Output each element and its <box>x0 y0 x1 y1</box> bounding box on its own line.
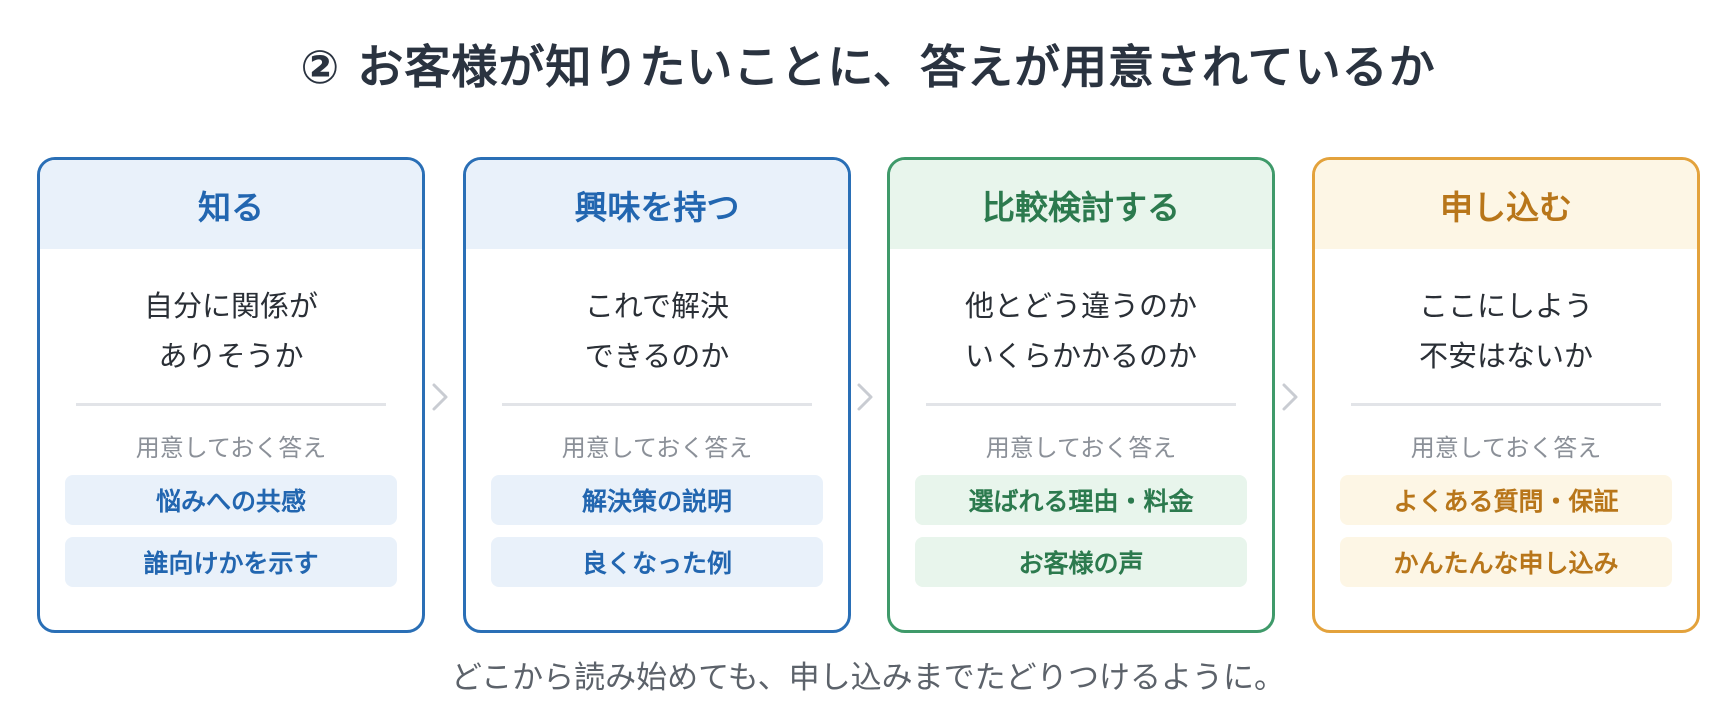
chevron-right-icon <box>857 383 873 411</box>
stage-card-apply: 申し込む ここにしよう 不安はないか 用意しておく答え よくある質問・保証 かん… <box>1312 157 1700 633</box>
stage-heading: 興味を持つ <box>466 160 848 249</box>
question-line: これで解決 <box>584 289 730 323</box>
stage-card-know: 知る 自分に関係が ありそうか 用意しておく答え 悩みへの共感 誰向けかを示す <box>37 157 425 633</box>
question-line: ここにしよう <box>1418 289 1593 323</box>
stage-question: これで解決 できるのか <box>466 281 848 381</box>
answer-chip: お客様の声 <box>915 537 1247 587</box>
stage-heading: 知る <box>40 160 422 249</box>
answer-chip: よくある質問・保証 <box>1340 475 1672 525</box>
answer-chip: 解決策の説明 <box>491 475 823 525</box>
footer-caption: どこから読み始めても、申し込みまでたどりつけるように。 <box>451 660 1285 696</box>
divider <box>76 403 386 406</box>
question-line: できるのか <box>584 339 730 373</box>
chevron-right-icon <box>432 383 448 411</box>
question-line: いくらかかるのか <box>964 339 1197 373</box>
stage-card-compare: 比較検討する 他とどう違うのか いくらかかるのか 用意しておく答え 選ばれる理由… <box>887 157 1275 633</box>
stage-question: 自分に関係が ありそうか <box>40 281 422 381</box>
answer-label: 用意しておく答え <box>561 434 753 462</box>
stage-heading: 比較検討する <box>890 160 1272 249</box>
stage-heading: 申し込む <box>1315 160 1697 249</box>
answer-chip: かんたんな申し込み <box>1340 537 1672 587</box>
question-line: ありそうか <box>158 339 304 373</box>
answer-chip: 選ばれる理由・料金 <box>915 475 1247 525</box>
answer-label: 用意しておく答え <box>1410 434 1602 462</box>
answer-chip: 悩みへの共感 <box>65 475 397 525</box>
diagram-title: ② お客様が知りたいことに、答えが用意されているか <box>300 40 1436 94</box>
stage-question: 他とどう違うのか いくらかかるのか <box>890 281 1272 381</box>
answer-chip: 良くなった例 <box>491 537 823 587</box>
question-line: 他とどう違うのか <box>964 289 1197 323</box>
question-line: 自分に関係が <box>143 289 318 323</box>
divider <box>926 403 1236 406</box>
divider <box>1351 403 1661 406</box>
divider <box>502 403 812 406</box>
chevron-right-icon <box>1282 383 1298 411</box>
answer-label: 用意しておく答え <box>985 434 1177 462</box>
answer-label: 用意しておく答え <box>135 434 327 462</box>
question-line: 不安はないか <box>1418 339 1593 373</box>
answer-chip: 誰向けかを示す <box>65 537 397 587</box>
stage-card-interest: 興味を持つ これで解決 できるのか 用意しておく答え 解決策の説明 良くなった例 <box>463 157 851 633</box>
stage-question: ここにしよう 不安はないか <box>1315 281 1697 381</box>
